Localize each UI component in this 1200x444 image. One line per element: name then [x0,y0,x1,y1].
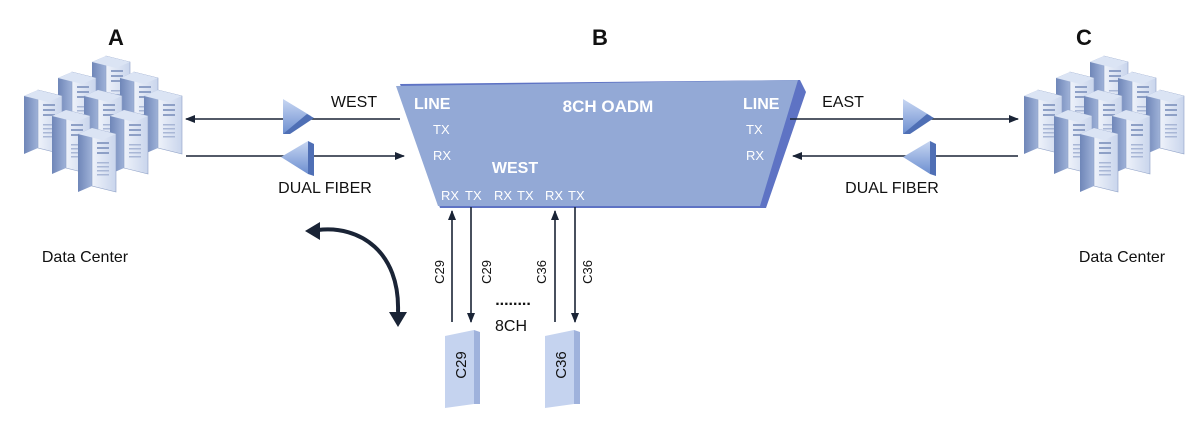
channel-ellipsis: ........ [495,292,531,309]
data-center-c-caption: Data Center [1079,249,1166,266]
channel-count-label: 8CH [495,318,527,335]
server-cluster-c-icon [1023,55,1185,193]
c29-module-label: C29 [453,351,470,379]
oadm-port-rx: RX [441,188,459,203]
oadm-tx-left: TX [433,122,450,137]
c29-tx-label: C29 [479,260,494,284]
oadm-port-tx: TX [517,188,534,203]
oadm-unit [396,80,806,208]
node-c-label: C [1076,25,1092,50]
curved-arrow-head [389,312,407,327]
oadm-port-tx: TX [568,188,585,203]
oadm-port-tx: TX [465,188,482,203]
oadm-line-right: LINE [743,96,780,113]
oadm-port-rx: RX [545,188,563,203]
oadm-rx-right: RX [746,148,764,163]
oadm-west-label: WEST [492,160,538,177]
oadm-tx-right: TX [746,122,763,137]
oadm-line-left: LINE [414,96,451,113]
oadm-title: 8CH OADM [563,97,654,116]
data-center-a-caption: Data Center [42,249,129,266]
c36-module [545,330,580,408]
oadm-rx-left: RX [433,148,451,163]
curved-arrow-icon [317,227,401,313]
node-b-label: B [592,25,608,50]
dual-fiber-right-label: DUAL FIBER [845,180,939,197]
curved-arrow-tail-head [305,222,320,240]
dual-fiber-left-label: DUAL FIBER [278,180,372,197]
c29-module [445,330,480,408]
node-a-label: A [108,25,124,50]
server-cluster-a-icon [23,55,183,193]
c36-tx-label: C36 [580,260,595,284]
oadm-port-rx: RX [494,188,512,203]
c29-rx-label: C29 [432,260,447,284]
right-transceiver-icon [903,99,936,176]
west-link-label: WEST [331,94,377,111]
east-link-label: EAST [822,94,864,111]
c36-module-label: C36 [553,351,570,379]
left-transceiver-icon [281,99,314,176]
c36-rx-label: C36 [534,260,549,284]
